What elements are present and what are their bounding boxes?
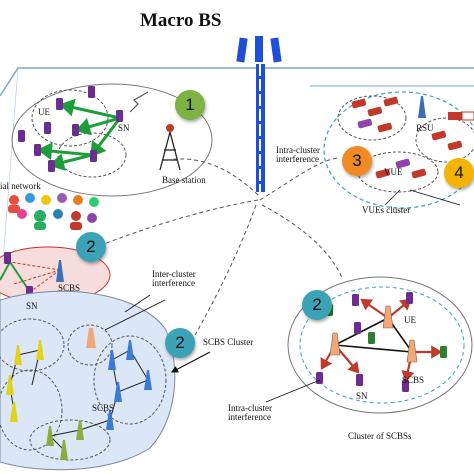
- label-sn-left: SN: [26, 301, 38, 311]
- scbs-towers: [6, 328, 152, 460]
- base-station-tower: [159, 124, 181, 171]
- scbs-cluster-region: [0, 290, 176, 471]
- left-scbs-tower: [56, 260, 64, 282]
- phones-cluster-1: [18, 86, 123, 172]
- macro-links: [103, 157, 343, 336]
- label-intra-cluster-top: Intra-cluster interference: [276, 145, 320, 165]
- vehicles: [351, 96, 474, 179]
- label-inter-cluster: Inter-cluster interference: [152, 269, 196, 289]
- badge-2-bottom: 2: [165, 328, 195, 358]
- vue-cluster-outer: [323, 91, 474, 209]
- macro-bs-title: Macro BS: [140, 10, 222, 31]
- scbs-right-red-links: [320, 298, 443, 383]
- badge-2-right: 2: [302, 290, 332, 320]
- badge-1: 1: [175, 90, 205, 120]
- badge-2-left: 2: [76, 232, 106, 262]
- label-cluster-of-scbss: Cluster of SCBSs: [348, 431, 412, 441]
- label-intra-cluster-bottom: Intra-cluster interference: [228, 403, 272, 423]
- label-ue-right: UE: [404, 315, 416, 325]
- badge-4: 4: [444, 158, 474, 188]
- label-social-network: ial network: [0, 181, 41, 191]
- sn-links: [37, 98, 122, 171]
- cluster-1-ellipse: [11, 83, 213, 197]
- label-rsu: RSU: [416, 123, 434, 133]
- badge-3: 3: [342, 146, 372, 176]
- label-sn-top: SN: [118, 123, 130, 133]
- label-base-station: Base station: [162, 175, 206, 185]
- social-network-people: [8, 193, 99, 230]
- label-scbs-right: SCBS: [402, 375, 425, 385]
- label-scbs-bottom-left: SCBS: [92, 403, 115, 413]
- label-sn-right: SN: [356, 391, 368, 401]
- cluster-of-scbss-outer: [287, 276, 473, 414]
- label-vue: VUE: [384, 167, 403, 177]
- cluster-of-scbss-inner: [299, 286, 465, 404]
- label-vues-cluster: VUEs cluster: [362, 205, 411, 215]
- label-ue-top: UE: [38, 107, 50, 117]
- label-scbs-left: SCBS: [58, 283, 81, 293]
- macro-bs-tower: [236, 36, 282, 192]
- scbs-right-towers: [329, 305, 418, 363]
- rsu-tower: [418, 96, 426, 118]
- label-scbs-cluster: SCBS Cluster: [203, 337, 254, 347]
